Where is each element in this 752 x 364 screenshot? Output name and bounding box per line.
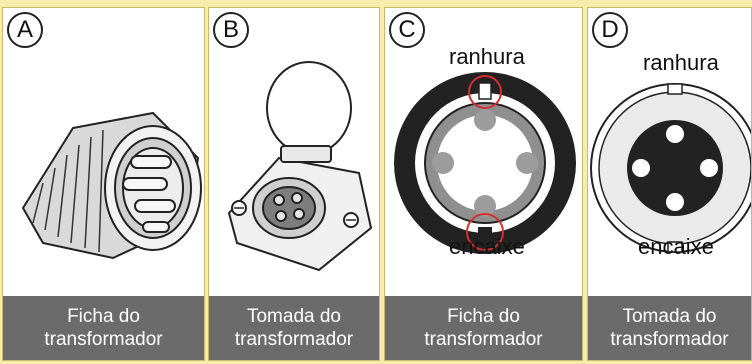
panel-a: A Ficha do transformador bbox=[2, 7, 205, 361]
caption-line1: Tomada do bbox=[622, 306, 717, 327]
panel-c: C ranhura encaixe Ficha do transformador bbox=[384, 7, 583, 361]
plug-face-diagram bbox=[394, 72, 576, 254]
label-ranhura: ranhura bbox=[449, 44, 525, 69]
panel-d: D ranhura encaixe Tomada do transformado… bbox=[587, 7, 752, 361]
panel-caption: Tomada do transformador bbox=[209, 296, 379, 360]
panel-letter: B bbox=[213, 12, 249, 48]
plug-side-illustration bbox=[21, 111, 202, 260]
caption-line2: transformador bbox=[234, 329, 354, 350]
label-encaixe: encaixe bbox=[638, 234, 714, 259]
caption-line2: transformador bbox=[424, 329, 543, 350]
socket-face-diagram bbox=[590, 83, 751, 253]
caption-line1: Ficha do bbox=[67, 306, 140, 327]
panel-caption: Ficha do transformador bbox=[385, 296, 582, 360]
caption-line1: Ficha do bbox=[447, 306, 520, 327]
caption-line1: Tomada do bbox=[246, 306, 341, 327]
panel-letter: C bbox=[389, 12, 425, 48]
label-encaixe: encaixe bbox=[449, 234, 525, 259]
label-ranhura: ranhura bbox=[643, 50, 719, 75]
panel-b: B Tomada do transformador bbox=[208, 7, 380, 361]
panel-letter: D bbox=[592, 12, 628, 48]
panel-caption: Ficha do transformador bbox=[3, 296, 204, 360]
panel-caption: Tomada do transformador bbox=[588, 296, 751, 360]
caption-line2: transformador bbox=[44, 329, 163, 350]
caption-line2: transformador bbox=[610, 329, 729, 350]
socket-illustration bbox=[227, 61, 373, 272]
panel-letter: A bbox=[7, 12, 43, 48]
